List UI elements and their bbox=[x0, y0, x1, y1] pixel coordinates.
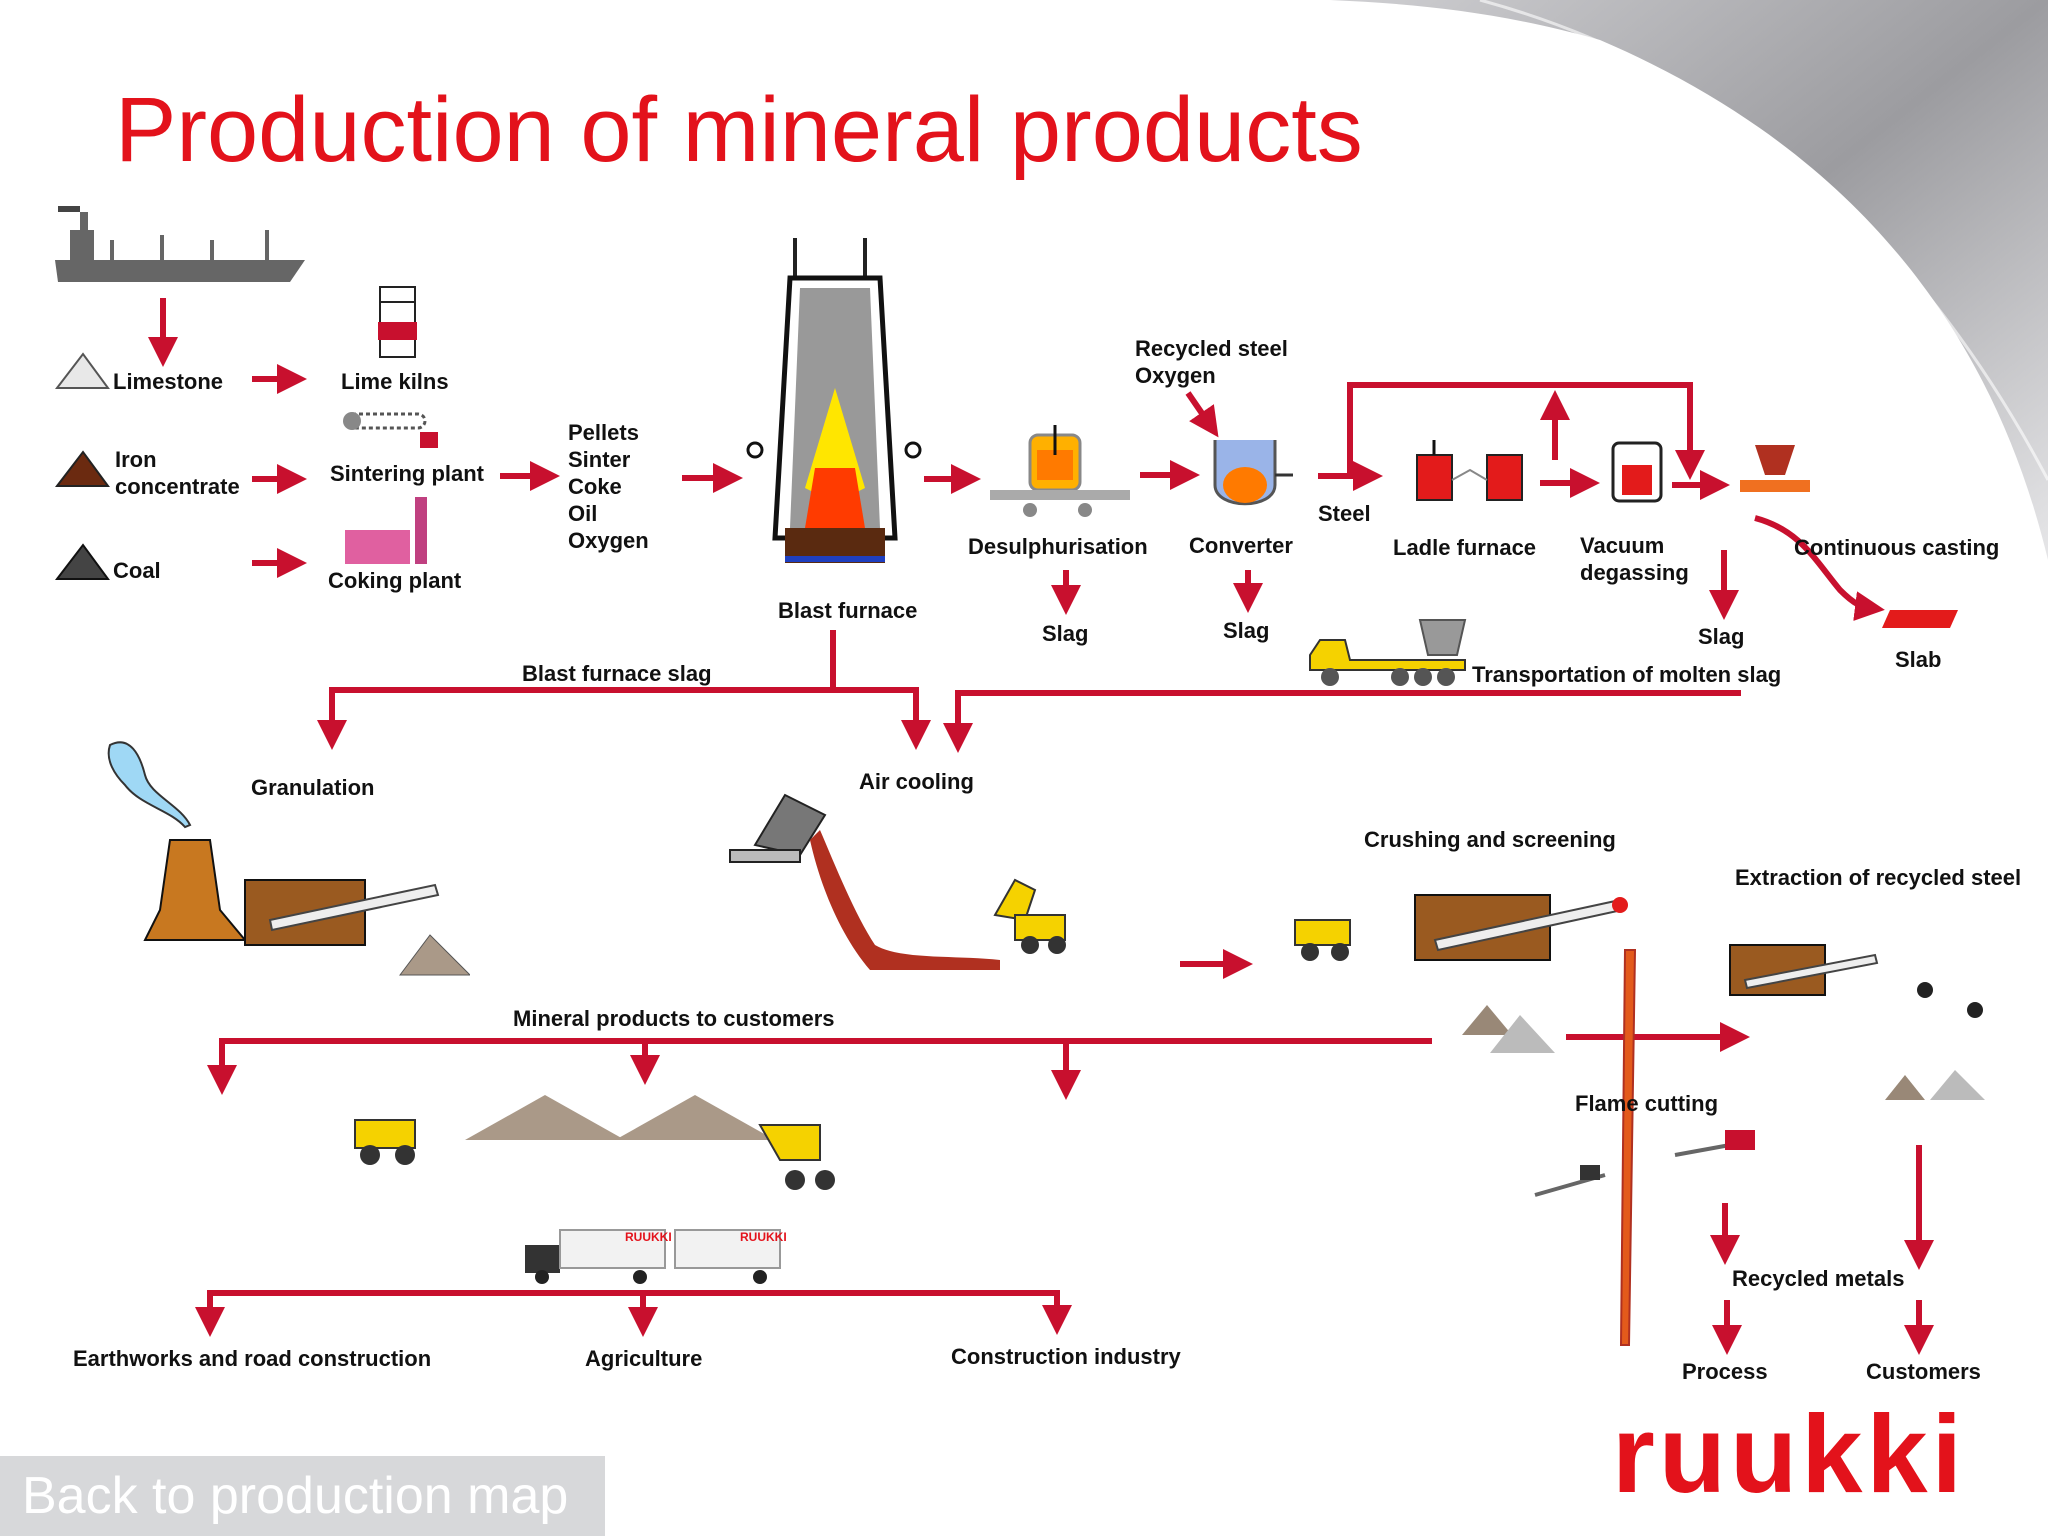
stockpiles-icon bbox=[1462, 1005, 1555, 1053]
label-limestone: Limestone bbox=[113, 369, 224, 394]
loader-piles-icon bbox=[354, 1095, 835, 1190]
vacuum-degassing-icon bbox=[1611, 441, 1663, 503]
label-flame-cutting: Flame cutting bbox=[1575, 1091, 1719, 1116]
label-air-cooling: Air cooling bbox=[859, 769, 974, 794]
granulation-plant-icon bbox=[107, 741, 470, 976]
crushing-screening-icon bbox=[1294, 894, 1628, 961]
desulphurisation-icon bbox=[990, 425, 1130, 517]
label-blast-furnace: Blast furnace bbox=[778, 598, 918, 623]
air-cooling-icon bbox=[729, 793, 1066, 970]
ladle-furnace-icon bbox=[1416, 440, 1523, 501]
label-sintering-plant: Sintering plant bbox=[330, 461, 484, 486]
label-recycled-metals: Recycled metals bbox=[1732, 1266, 1905, 1291]
ruukki-logo: ruukki bbox=[1612, 1393, 1967, 1516]
limestone-pile-icon bbox=[55, 352, 110, 389]
page-title: Production of mineral products bbox=[115, 79, 1363, 181]
sintering-plant-icon bbox=[343, 412, 438, 448]
delivery-truck-icon bbox=[525, 1229, 781, 1284]
ship-icon bbox=[55, 206, 305, 282]
label-construction-industry: Construction industry bbox=[951, 1344, 1181, 1369]
converter-icon bbox=[1213, 440, 1293, 506]
label-lime-kilns: Lime kilns bbox=[341, 369, 449, 394]
label-extraction-recycled-steel: Extraction of recycled steel bbox=[1735, 865, 2022, 890]
flame-cutting-bar-icon bbox=[1619, 949, 1637, 1346]
recycled-steel-extraction-icon bbox=[1729, 944, 1985, 1100]
iron-pile-icon bbox=[55, 450, 110, 487]
truck-brand-text-2: RUUKKI bbox=[740, 1230, 787, 1244]
truck-brand-text-1: RUUKKI bbox=[625, 1230, 672, 1244]
label-earthworks: Earthworks and road construction bbox=[73, 1346, 432, 1371]
label-customers: Customers bbox=[1866, 1359, 1981, 1384]
slag-truck-icon bbox=[1309, 619, 1467, 686]
coal-pile-icon bbox=[55, 543, 110, 580]
label-steel: Steel bbox=[1318, 501, 1371, 526]
label-iron-concentrate: Iron concentrate bbox=[115, 447, 240, 499]
label-crushing-screening: Crushing and screening bbox=[1364, 827, 1616, 852]
label-granulation: Granulation bbox=[251, 775, 375, 800]
label-slab: Slab bbox=[1895, 647, 1942, 672]
label-ladle-furnace: Ladle furnace bbox=[1393, 535, 1537, 560]
label-agriculture: Agriculture bbox=[585, 1346, 703, 1371]
label-recycled-steel-oxygen: Recycled steel Oxygen bbox=[1135, 336, 1288, 388]
label-transportation-molten-slag: Transportation of molten slag bbox=[1472, 662, 1782, 687]
label-slag-vacuum: Slag bbox=[1698, 624, 1745, 649]
coking-plant-icon bbox=[345, 497, 427, 564]
blast-furnace-icon bbox=[746, 238, 922, 563]
label-coking-plant: Coking plant bbox=[328, 568, 462, 593]
label-desulphurisation: Desulphurisation bbox=[968, 534, 1148, 559]
label-blast-furnace-inputs: Pellets Sinter Coke Oil Oxygen bbox=[568, 420, 649, 553]
label-continuous-casting: Continuous casting bbox=[1794, 535, 2000, 560]
label-mineral-products-to-customers: Mineral products to customers bbox=[513, 1006, 835, 1031]
label-converter: Converter bbox=[1189, 533, 1293, 558]
continuous-casting-icon bbox=[1740, 445, 1810, 492]
label-vacuum-degassing: Vacuum degassing bbox=[1580, 533, 1689, 585]
excavator-rail-icon bbox=[1534, 1130, 1755, 1197]
back-to-production-map-button[interactable]: Back to production map bbox=[0, 1456, 605, 1536]
label-blast-furnace-slag: Blast furnace slag bbox=[522, 661, 712, 686]
label-slag-converter: Slag bbox=[1223, 618, 1270, 643]
slab-icon bbox=[1882, 610, 1958, 628]
label-coal: Coal bbox=[113, 558, 161, 583]
label-slag-desulphurisation: Slag bbox=[1042, 621, 1089, 646]
lime-kiln-icon bbox=[378, 286, 417, 358]
label-process: Process bbox=[1682, 1359, 1768, 1384]
